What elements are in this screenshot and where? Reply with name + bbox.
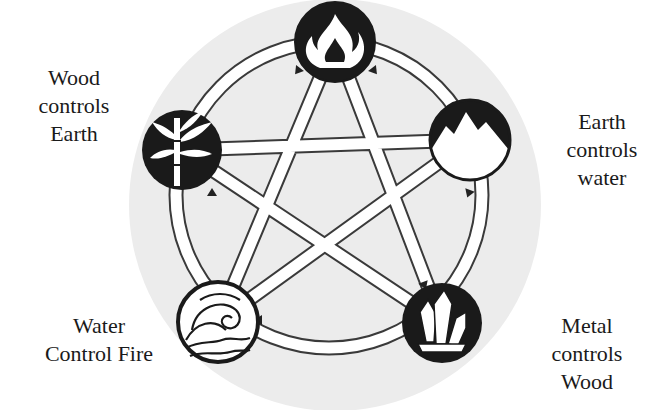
background-disc bbox=[129, 0, 541, 410]
fire-symbol bbox=[295, 2, 375, 82]
earth-symbol bbox=[430, 100, 510, 181]
element-caption: Earth controls water bbox=[546, 108, 658, 192]
element-caption: Wood controls Earth bbox=[12, 64, 136, 148]
wood-symbol bbox=[142, 110, 222, 190]
element-caption: Water Control Fire bbox=[40, 312, 158, 368]
water-symbol bbox=[178, 282, 258, 362]
element-caption: Metal controls Wood bbox=[528, 312, 646, 396]
metal-symbol bbox=[402, 283, 482, 363]
